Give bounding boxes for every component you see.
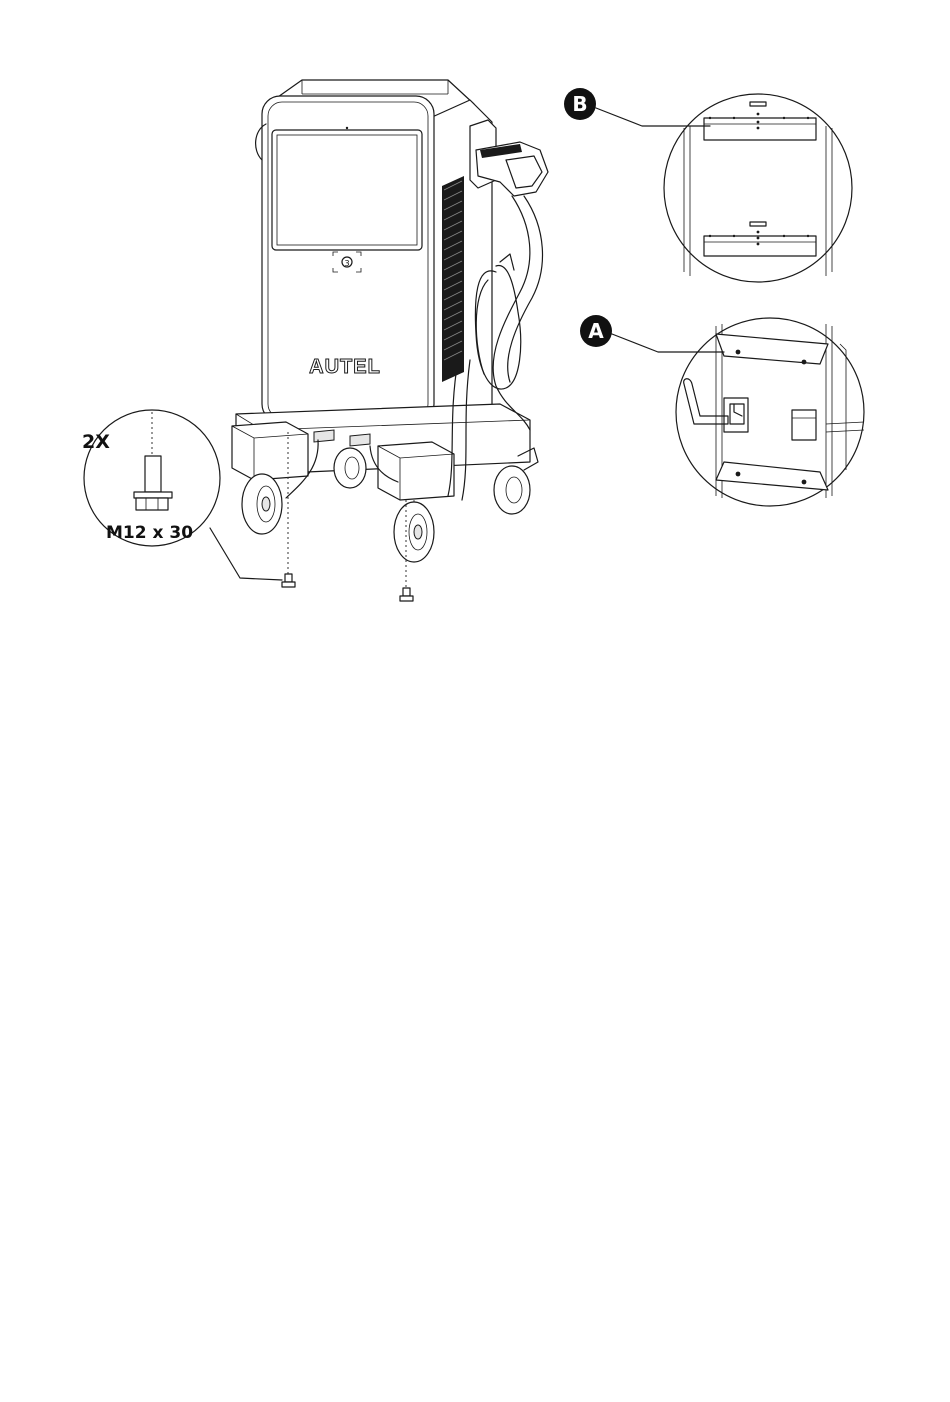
callout-b-badge: B [572,92,587,116]
callout-a-badge: A [588,319,604,343]
bolt-size-label: M12 x 30 [106,523,193,543]
detail-a: A [580,315,864,506]
vent-grille-icon [442,176,464,382]
brand-logo: AUTEL [309,356,381,378]
detail-b: B [564,88,852,282]
bolt-icon [282,574,413,601]
svg-text:3: 3 [344,259,349,268]
quantity-label: 2X [82,431,110,453]
charger-unit: 3 AUTEL [232,80,530,500]
display-screen [272,130,422,250]
